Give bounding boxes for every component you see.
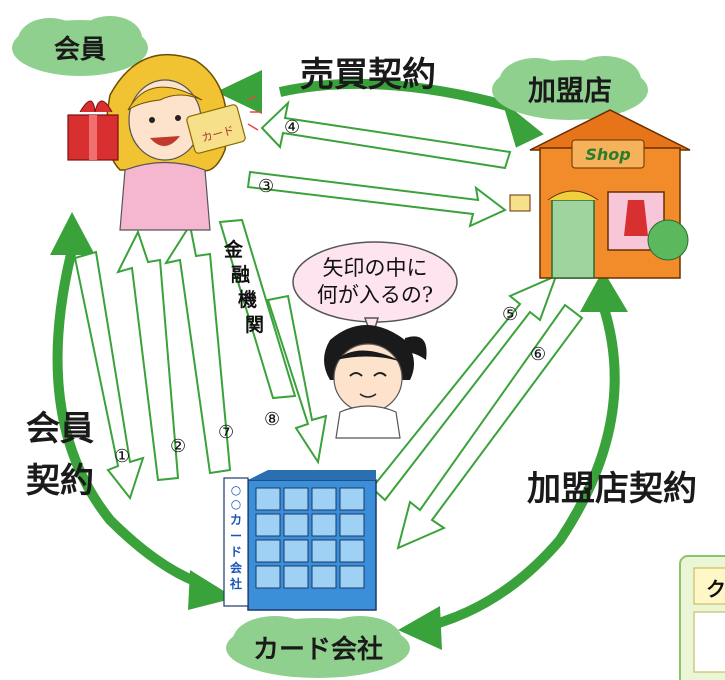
flow-arrow-1 (73, 250, 145, 501)
num-6: ⑥ (530, 344, 546, 365)
building-sign-text: ○ ○ カ ー ド 会 社 (229, 483, 243, 591)
svg-text:カード会社: カード会社 (253, 634, 383, 665)
svg-text:何が入るの?: 何が入るの? (317, 283, 433, 307)
member-contract-label-2: 契約 (26, 461, 94, 501)
shop-contract-arrow (398, 270, 628, 650)
svg-text:加盟店: 加盟店 (528, 74, 612, 107)
building-windows (255, 487, 365, 589)
svg-text:カ: カ (230, 513, 242, 527)
num-2: ② (170, 436, 186, 457)
sales-contract-arrows (216, 70, 544, 148)
flow-arrow-4 (260, 100, 512, 170)
flow-arrow-3 (246, 170, 507, 228)
flow-arrow-2 (116, 229, 180, 482)
svg-text:ク: ク (706, 577, 725, 601)
partial-info-box: ク (679, 555, 725, 680)
svg-text:ー: ー (230, 529, 242, 543)
flow-arrow-6 (396, 303, 584, 550)
svg-text:ド: ド (230, 545, 242, 559)
financial-institution-strip (218, 218, 297, 400)
member-cloud: 会員 (12, 16, 148, 76)
shop-illustration: Shop (509, 109, 691, 279)
svg-text:Shop: Shop (585, 145, 630, 164)
num-8: ⑧ (264, 409, 280, 430)
svg-text:○: ○ (231, 497, 241, 511)
svg-text:関: 関 (245, 314, 264, 336)
sales-contract-label: 売買契約 (300, 55, 436, 95)
girl-illustration (324, 325, 427, 439)
num-4: ④ (284, 117, 300, 138)
num-5: ⑤ (502, 304, 518, 325)
num-1: ① (114, 446, 130, 467)
svg-text:融: 融 (231, 264, 250, 286)
svg-text:機: 機 (238, 288, 257, 311)
num-3: ③ (258, 176, 274, 197)
svg-text:社: 社 (229, 576, 242, 591)
shop-contract-label: 加盟店契約 (527, 469, 697, 509)
card-company-cloud: カード会社 (226, 616, 410, 678)
flow-arrow-8 (266, 294, 328, 465)
member-illustration: カード (67, 53, 262, 231)
flow-arrows (73, 100, 584, 550)
card-company-building: ○ ○ カ ー ド 会 社 (223, 470, 377, 611)
num-7: ⑦ (218, 422, 234, 443)
speech-bubble: 矢印の中に 何が入るの? (292, 241, 458, 341)
shop-cloud: 加盟店 (492, 56, 648, 120)
member-contract-arrow (50, 212, 235, 610)
member-contract-label-1: 会員 (26, 409, 94, 449)
svg-text:矢印の中に: 矢印の中に (323, 256, 428, 280)
flow-arrow-numbers: ④ ③ ① ② ⑦ ⑧ ⑤ ⑥ (114, 117, 546, 467)
financial-institution-label: 金 融 機 関 (223, 238, 264, 336)
svg-text:会: 会 (230, 560, 243, 575)
flow-arrow-5 (370, 274, 558, 502)
flow-arrow-7 (163, 222, 232, 475)
svg-text:○: ○ (231, 483, 241, 497)
svg-text:金: 金 (223, 238, 244, 261)
svg-text:会員: 会員 (54, 35, 106, 65)
